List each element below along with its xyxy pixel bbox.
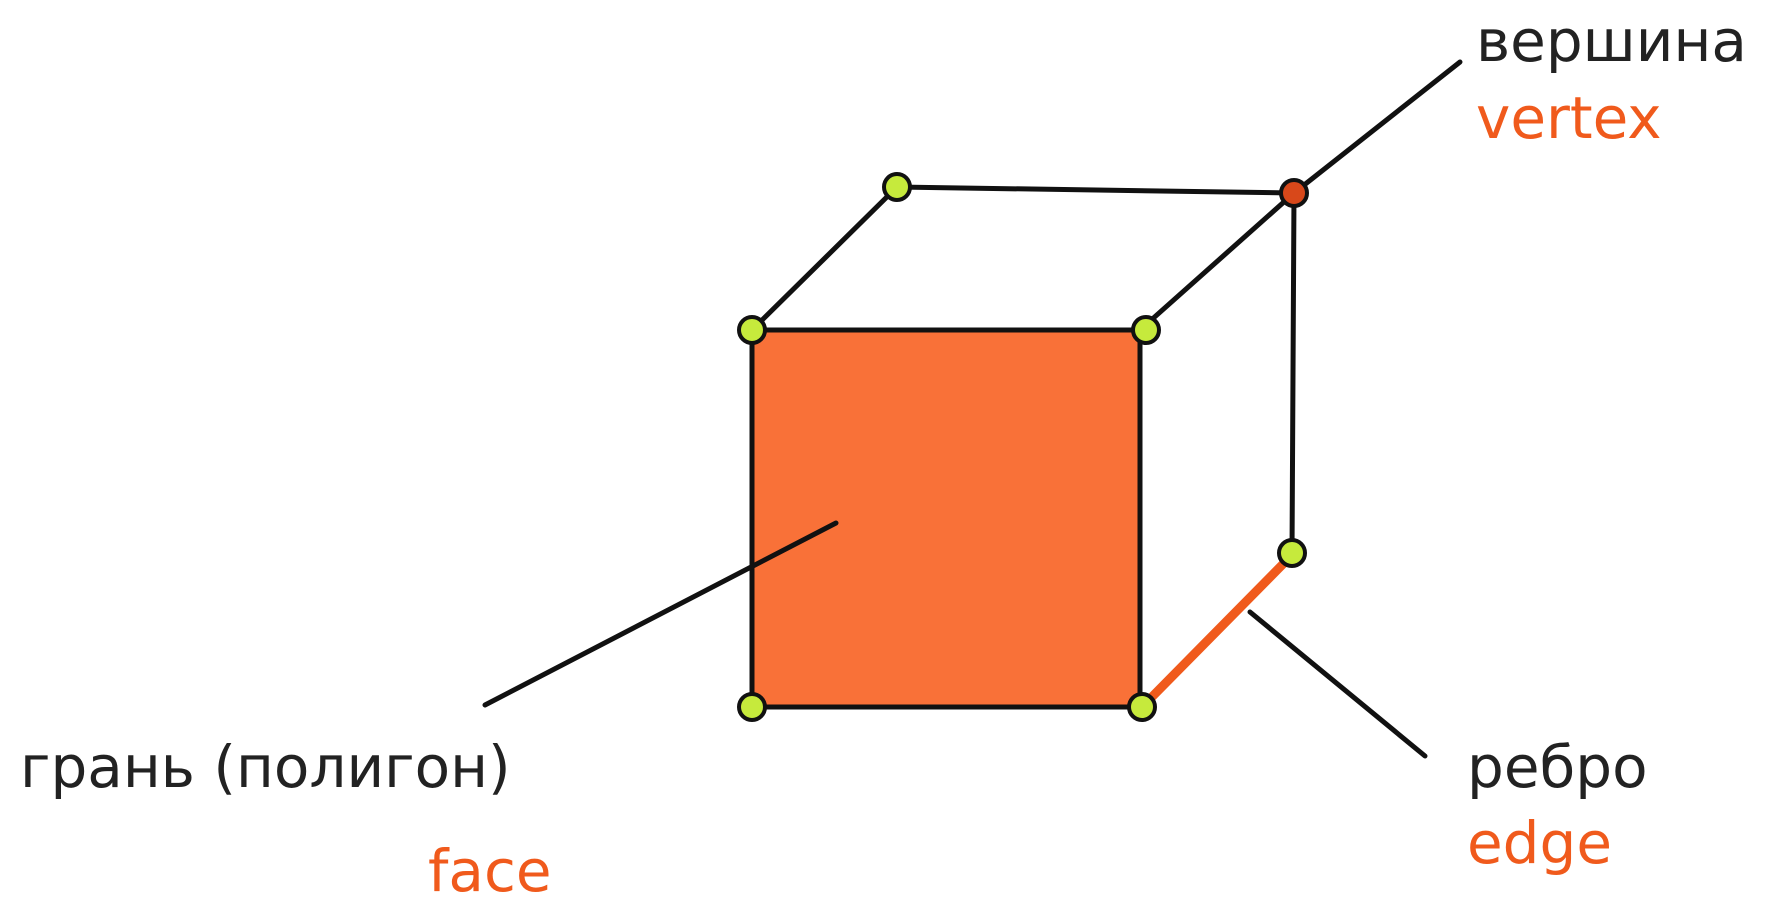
front-face bbox=[749, 327, 1143, 710]
vertex-leader-line bbox=[1291, 59, 1463, 196]
edge-label-en: edge bbox=[1467, 809, 1612, 877]
vertex-dot bbox=[737, 692, 767, 722]
edge-top-right bbox=[1137, 190, 1297, 333]
vertex-dot bbox=[737, 315, 767, 345]
vertex-dot bbox=[1131, 315, 1161, 345]
vertex-dot bbox=[882, 172, 912, 202]
highlighted-edge bbox=[1137, 555, 1292, 712]
vertex-label-ru: вершина bbox=[1476, 7, 1747, 75]
highlighted-vertex-dot bbox=[1279, 178, 1309, 208]
vertex-dot bbox=[1277, 538, 1307, 568]
edge-top-back bbox=[894, 184, 1297, 196]
face-leader-line bbox=[482, 520, 839, 708]
edge-right-back bbox=[1289, 190, 1297, 556]
face-label-ru: грань (полигон) bbox=[20, 733, 511, 801]
vertex-label-en: vertex bbox=[1476, 84, 1662, 152]
vertex-dot bbox=[1127, 692, 1157, 722]
edge-top-left bbox=[749, 184, 900, 333]
edge-leader-line bbox=[1247, 609, 1428, 759]
face-label-en: face bbox=[428, 837, 552, 897]
edge-label-ru: ребро bbox=[1467, 733, 1648, 801]
